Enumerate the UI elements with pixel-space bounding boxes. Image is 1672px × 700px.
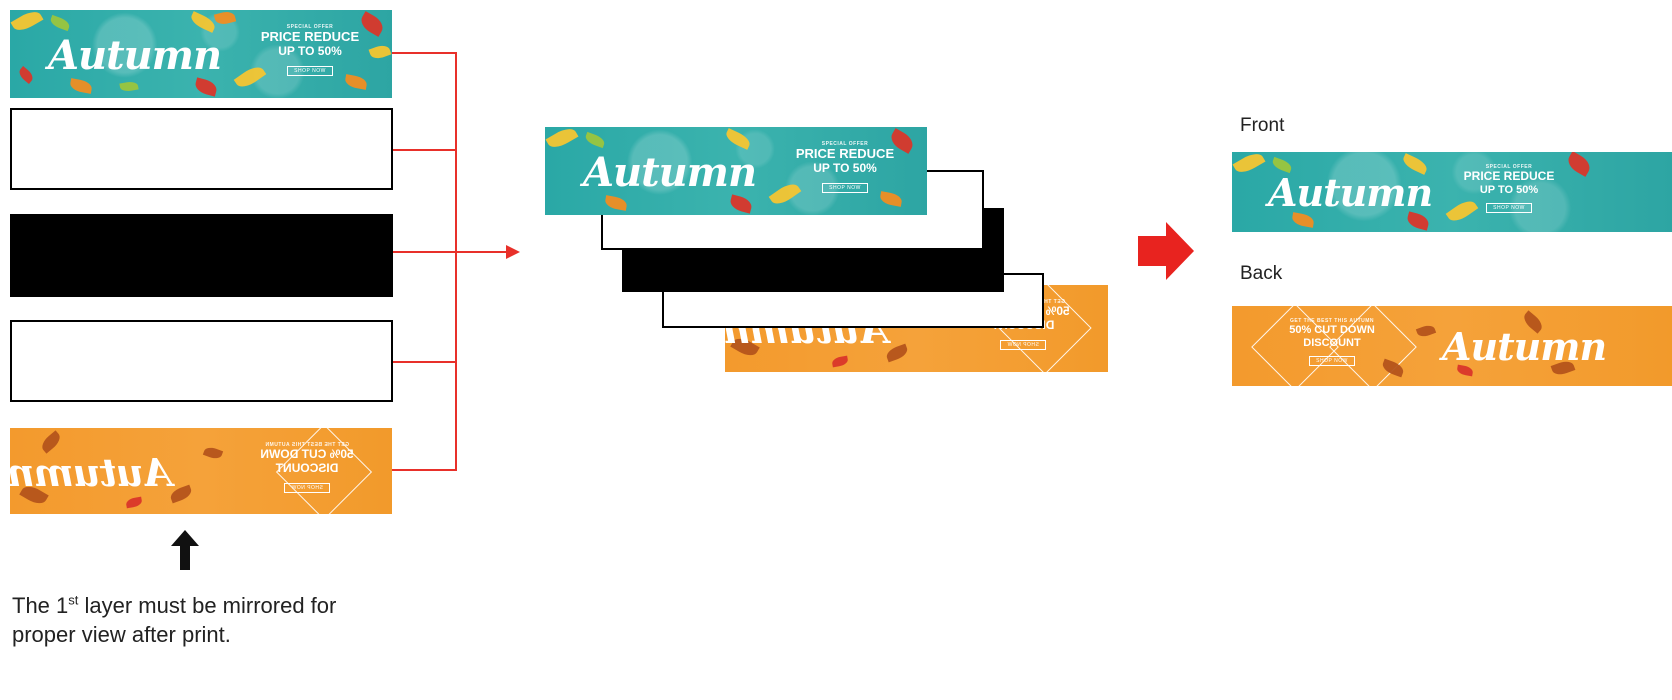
result-front-headline-1: PRICE REDUCE: [1454, 170, 1564, 184]
layer-back-banner-mirrored: GET THE BEST THIS AUTUMN 50% CUT DOWN DI…: [10, 428, 392, 514]
arrow-up-icon: [171, 530, 199, 570]
connector-to-stack: [456, 251, 508, 253]
mirrored-script-title: Autumn: [10, 450, 172, 495]
banner-small-text: SPECIAL OFFER: [255, 24, 365, 30]
result-front-small: SPECIAL OFFER: [1454, 164, 1564, 170]
stack-front-offer: SPECIAL OFFER PRICE REDUCE UP TO 50% SHO…: [790, 141, 900, 194]
connector-line-3: [393, 251, 456, 253]
result-front-script: Autumn: [1268, 170, 1432, 215]
banner-script-title: Autumn: [48, 32, 221, 79]
stack-front-shop: SHOP NOW: [822, 183, 868, 193]
back-label: Back: [1240, 263, 1282, 285]
stack-front-headline-2: UP TO 50%: [790, 162, 900, 176]
result-back-shop: SHOP NOW: [1309, 356, 1355, 366]
layer-white-2: [10, 320, 393, 402]
result-front-banner: Autumn SPECIAL OFFER PRICE REDUCE UP TO …: [1232, 152, 1672, 232]
result-back-small: GET THE BEST THIS AUTUMN: [1257, 318, 1407, 324]
result-front-offer: SPECIAL OFFER PRICE REDUCE UP TO 50% SHO…: [1454, 164, 1564, 214]
layer-black: [10, 214, 393, 297]
front-label: Front: [1240, 115, 1284, 137]
caption-part1: The 1: [12, 593, 68, 618]
banner-headline-2: UP TO 50%: [255, 45, 365, 59]
connector-line-4: [393, 361, 456, 363]
caption-sup: st: [68, 593, 78, 608]
connector-vertical: [455, 52, 457, 471]
result-back-offer: GET THE BEST THIS AUTUMN 50% CUT DOWN DI…: [1257, 318, 1407, 367]
connector-line-2: [393, 149, 456, 151]
banner-shop-button: SHOP NOW: [287, 66, 333, 76]
banner-offer: SPECIAL OFFER PRICE REDUCE UP TO 50% SHO…: [255, 24, 365, 77]
stack-edge-line-1: [927, 170, 983, 172]
layer-front-banner: Autumn SPECIAL OFFER PRICE REDUCE UP TO …: [10, 10, 392, 98]
mirrored-small-text: GET THE BEST THIS AUTUMN: [232, 442, 382, 448]
stack-edge-line-3: [1003, 273, 1044, 275]
stack-edge-line-2: [982, 170, 984, 208]
arrow-right-icon: [506, 245, 520, 259]
connector-line-5: [392, 469, 456, 471]
result-back-script: Autumn: [1442, 324, 1606, 369]
stack-shop-button: SHOP NOW: [1000, 340, 1046, 350]
caption-line2: proper view after print.: [12, 622, 231, 647]
layer-white-1: [10, 108, 393, 190]
result-front-shop: SHOP NOW: [1486, 203, 1532, 213]
mirror-caption: The 1st layer must be mirrored for prope…: [12, 592, 336, 649]
connector-line-1: [392, 52, 456, 54]
caption-part2: layer must be mirrored for: [78, 593, 336, 618]
result-back-headline-2: DISCOUNT: [1257, 337, 1407, 350]
stack-front-script: Autumn: [583, 149, 756, 196]
stack-front-headline-1: PRICE REDUCE: [790, 147, 900, 162]
result-back-headline-1: 50% CUT DOWN: [1257, 324, 1407, 337]
big-red-arrow-icon: [1138, 222, 1194, 280]
stack-front-banner: Autumn SPECIAL OFFER PRICE REDUCE UP TO …: [545, 127, 927, 215]
banner-headline-1: PRICE REDUCE: [255, 30, 365, 45]
mirrored-headline-1: 50% CUT DOWN: [232, 448, 382, 462]
mirrored-shop-button: SHOP NOW: [284, 483, 330, 493]
result-front-headline-2: UP TO 50%: [1454, 184, 1564, 197]
mirrored-headline-2: DISCOUNT: [232, 462, 382, 476]
stack-front-small: SPECIAL OFFER: [790, 141, 900, 147]
result-back-banner: GET THE BEST THIS AUTUMN 50% CUT DOWN DI…: [1232, 306, 1672, 386]
